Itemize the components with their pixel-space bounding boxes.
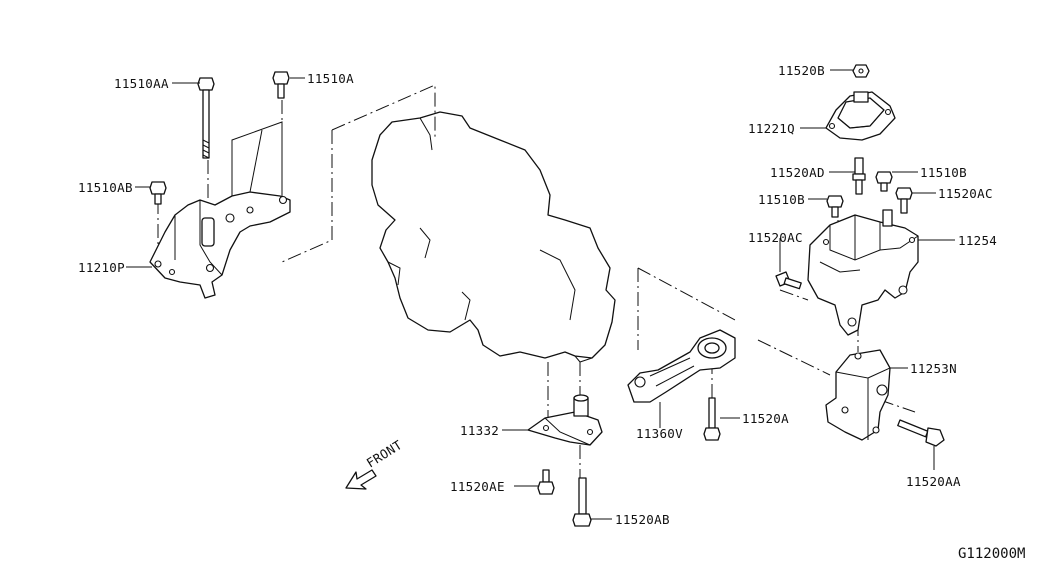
label-11254: 11254 — [958, 233, 997, 248]
label-11221q: 11221Q — [748, 121, 795, 136]
label-11520ae: 11520AE — [450, 479, 505, 494]
label-11510ab: 11510AB — [78, 180, 133, 195]
front-direction-arrow: FRONT — [345, 437, 405, 490]
bolt-11520ae — [537, 469, 555, 495]
bolt-11510aa — [197, 77, 215, 159]
bolt-11520ab — [572, 477, 592, 527]
insulator-11221q — [825, 91, 896, 141]
label-11520ad: 11520AD — [770, 165, 825, 180]
diagram-code: G112000M — [958, 546, 1025, 562]
bracket-11254 — [807, 209, 919, 336]
torque-rod-11360v — [627, 329, 736, 403]
part-labels: 11510AA 11510A 11510AB 11210P 11520B 112… — [78, 63, 997, 527]
label-11253n: 11253N — [910, 361, 957, 376]
label-11510b-2: 11510B — [758, 192, 805, 207]
stud-11520ad — [852, 157, 866, 195]
bolt-11510b-1 — [875, 171, 893, 192]
engine-block — [371, 111, 616, 363]
label-11510aa: 11510AA — [114, 76, 169, 91]
bracket-11210p — [149, 121, 291, 299]
label-11520b: 11520B — [778, 63, 825, 78]
label-11520ac-2: 11520AC — [748, 230, 803, 245]
bolt-11520ac-2 — [775, 271, 802, 290]
mount-11253n — [825, 349, 891, 441]
label-11360v: 11360V — [636, 426, 683, 441]
label-leader-lines — [126, 69, 955, 520]
label-11510a: 11510A — [307, 71, 354, 86]
bolt-11520a — [703, 397, 721, 441]
front-label: FRONT — [364, 437, 405, 471]
label-11520ab: 11520AB — [615, 512, 670, 527]
label-11510b-1: 11510B — [920, 165, 967, 180]
bolt-11520aa — [897, 419, 945, 447]
bolt-11510ab — [149, 181, 167, 205]
label-11210p: 11210P — [78, 260, 125, 275]
nut-11520b — [852, 64, 870, 78]
bolt-11520ac-1 — [895, 187, 913, 214]
label-11520a: 11520A — [742, 411, 789, 426]
label-11332: 11332 — [460, 423, 499, 438]
label-11520ac-1: 11520AC — [938, 186, 993, 201]
bracket-11332 — [527, 394, 603, 446]
bolt-11510a — [272, 71, 290, 99]
label-11520aa: 11520AA — [906, 474, 961, 489]
bolt-11510b-2 — [826, 195, 844, 218]
